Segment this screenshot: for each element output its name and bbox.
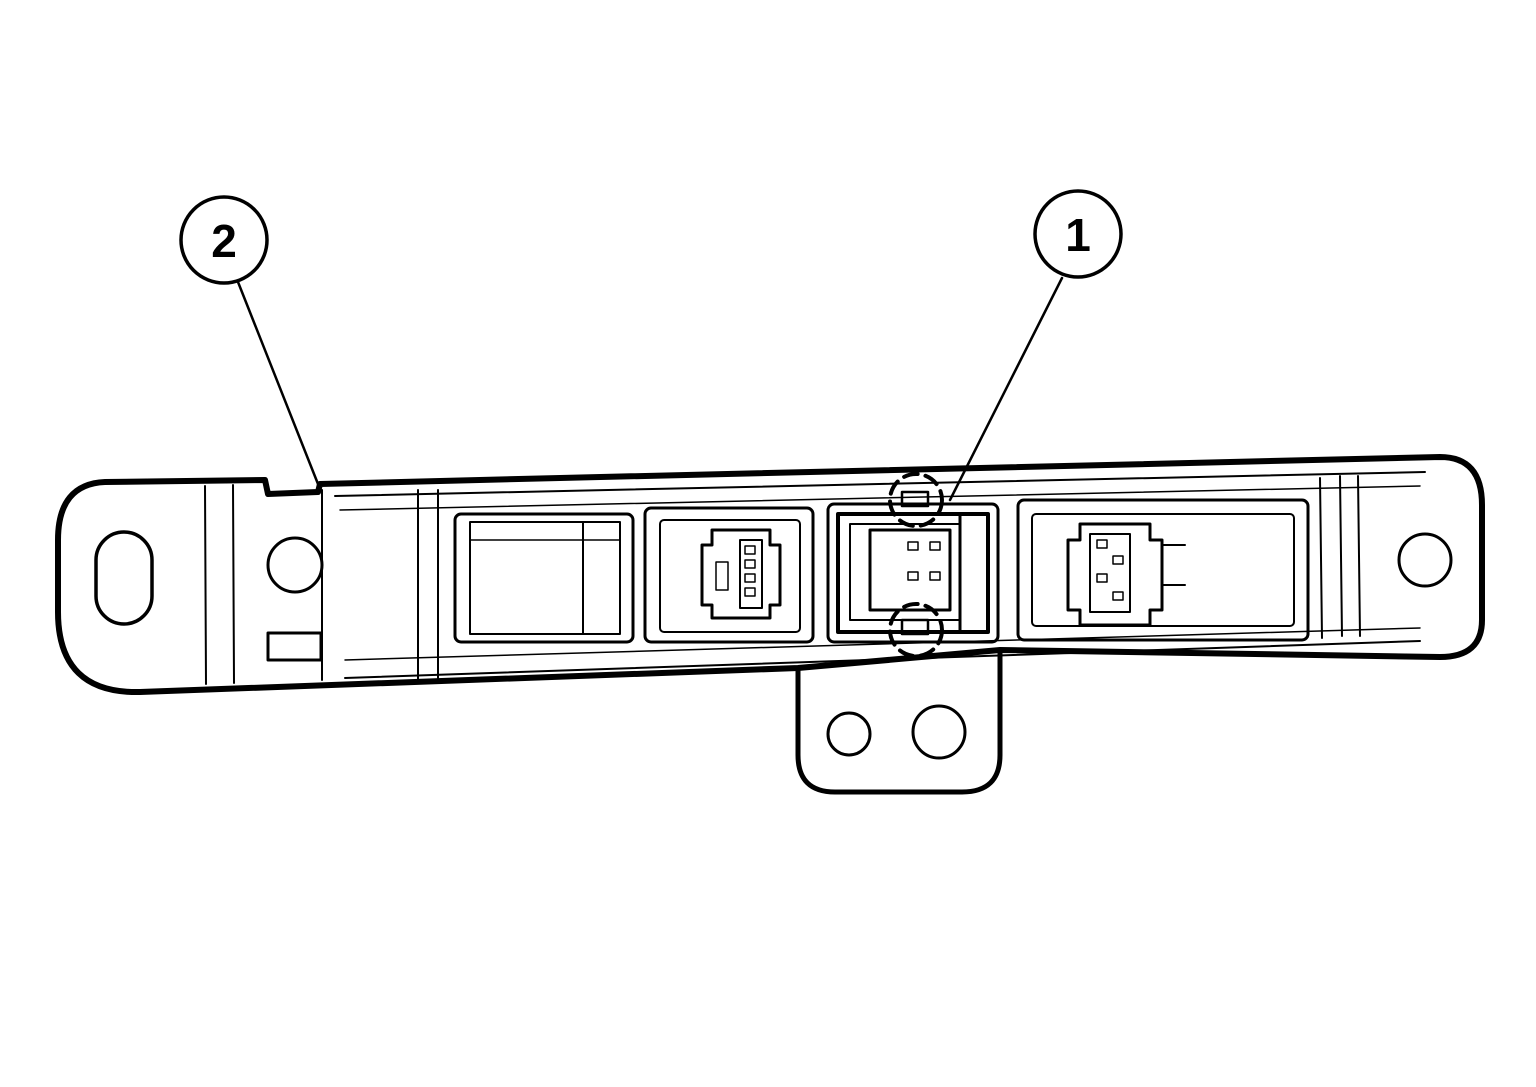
housing-top-rail (334, 471, 1426, 497)
tab-hole-left (826, 711, 872, 757)
callout-1-leader (948, 276, 1064, 502)
tab-hole-right (911, 704, 967, 760)
connector-bay-2 (643, 506, 815, 644)
connector-bay-4 (1016, 498, 1310, 642)
callout-1-circle (1033, 189, 1123, 279)
slot-hole (94, 530, 154, 626)
housing-bottom-rail-inner (344, 627, 1421, 661)
housing-top-rail-inner (339, 485, 1421, 511)
lower-mounting-tab (795, 647, 1003, 795)
module-bracket (55, 454, 1485, 696)
housing-end-right-b (1339, 475, 1343, 637)
housing-end-right-a (1319, 477, 1323, 639)
bracket-hole-right (1397, 532, 1453, 588)
bracket-fold-line-b (232, 484, 235, 684)
housing-bottom-rail (344, 640, 1421, 679)
connector-bay-1 (453, 512, 635, 644)
connector-latch-tabs (888, 472, 944, 658)
callout-2-label: 2 (211, 215, 237, 267)
bracket-fold-line-a (204, 485, 207, 685)
callout-1-label: 1 (1065, 209, 1091, 261)
callout-2-leader (236, 280, 320, 486)
housing-end-right-c (1357, 475, 1361, 637)
callout-2-circle (179, 195, 269, 285)
